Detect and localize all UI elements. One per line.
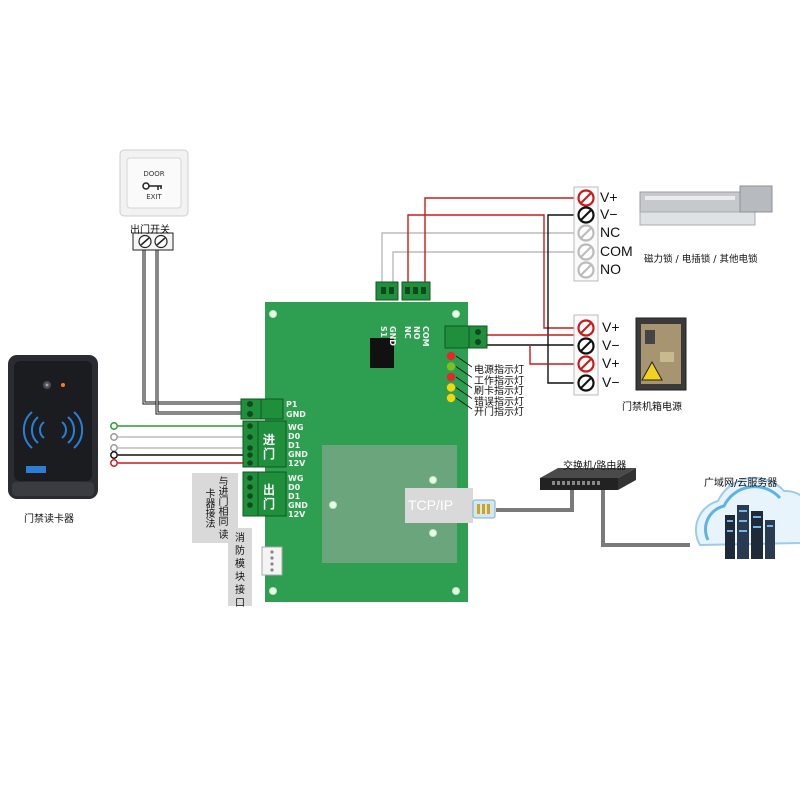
out-plug <box>257 471 287 517</box>
cloud-label: 广域网/云服务器 <box>704 478 778 489</box>
wire-relay-red-2 <box>407 214 578 329</box>
relay-chip <box>370 338 394 368</box>
controller-board <box>240 281 496 602</box>
wire-pwr-red-2 <box>529 345 578 365</box>
power-terminal-label: V+ <box>602 355 620 371</box>
status-leds <box>446 351 473 410</box>
network-switch <box>540 468 636 490</box>
switch-label: 交换机/路由器 <box>563 461 627 472</box>
tcpip-label: TCP/IP <box>408 497 454 513</box>
exit-button-bottom-text: EXIT <box>146 193 162 201</box>
led-label: 电源指示灯 <box>474 365 524 376</box>
wire-relay-red <box>424 197 580 283</box>
fire-note: 消防模块接口 <box>235 533 245 609</box>
exit-button: DOOR EXIT <box>119 149 189 251</box>
power-terminal-block <box>573 314 599 396</box>
wire-exit-p1 <box>142 247 246 405</box>
led-leader-line <box>455 376 473 389</box>
status-led <box>446 351 456 361</box>
reader-logo-icon <box>26 466 46 473</box>
p1-label: P1 <box>286 400 298 409</box>
in-pin-label: WG <box>288 423 304 432</box>
out-pin-label: D1 <box>288 492 301 501</box>
cable-board-switch <box>496 490 574 512</box>
wire-lock-vminus <box>547 214 580 384</box>
relay-label-no: NO <box>412 326 421 340</box>
cable-switch-cloud <box>601 490 690 547</box>
status-led <box>446 393 456 403</box>
relay-label-nc: NC <box>403 326 412 339</box>
fire-connector <box>261 546 283 576</box>
lock-terminal-label: NO <box>600 261 621 277</box>
card-reader <box>8 355 98 499</box>
in-pin-label: GND <box>288 450 308 459</box>
out-pin-label: GND <box>288 501 308 510</box>
reader-note: 与进门相同 读卡器接法 <box>203 476 227 540</box>
led-label: 工作指示灯 <box>474 375 524 387</box>
power-in-terminal <box>444 325 470 349</box>
relay-terminal-s1 <box>375 281 399 301</box>
lock-terminal-label: V+ <box>600 189 618 205</box>
out-label: 出门 <box>263 483 276 511</box>
magnetic-lock <box>639 185 773 226</box>
power-terminal-label: V− <box>602 374 620 390</box>
exit-button-top-text: DOOR <box>143 170 164 178</box>
status-led <box>446 372 456 382</box>
led-label: 错误指示灯 <box>474 396 524 408</box>
lock-terminal-label: V− <box>600 206 618 222</box>
cloud-server-icon <box>694 476 800 559</box>
key-icon <box>142 182 162 190</box>
wire-exit-gnd <box>155 247 246 415</box>
led-leader-line <box>455 387 473 399</box>
mounting-holes <box>269 310 460 595</box>
led-leader-line <box>455 366 473 378</box>
wire-relay-grey-1 <box>381 232 578 283</box>
lock-label: 磁力锁 / 电插锁 / 其他电锁 <box>644 254 758 265</box>
power-supply <box>635 317 687 391</box>
in-pin-label: 12V <box>288 459 306 468</box>
led-label: 开门指示灯 <box>474 407 524 418</box>
exit-button-label: 出门开关 <box>130 225 170 236</box>
status-led <box>446 383 456 392</box>
rj45-port <box>405 488 473 523</box>
power-terminal-label: V+ <box>602 319 620 335</box>
reader-wire-ends <box>110 422 118 467</box>
in-label: 进门 <box>263 433 276 461</box>
power-in-plug <box>468 325 488 349</box>
power-supply-label: 门禁机箱电源 <box>622 402 682 413</box>
nfc-icon <box>22 411 84 449</box>
out-pin-label: 12V <box>288 510 306 519</box>
in-plug <box>257 420 287 468</box>
card-reader-label: 门禁读卡器 <box>24 514 74 525</box>
relay-label-gnd: GND <box>388 326 397 346</box>
led-leader-line <box>455 355 473 368</box>
lock-terminal-label: NC <box>600 224 621 240</box>
in-pin-label: D0 <box>288 432 301 441</box>
lock-terminal-block <box>573 186 599 282</box>
relay-label-s1: S1 <box>379 326 388 338</box>
wires <box>118 197 690 547</box>
led-leader-line <box>455 397 473 410</box>
lock-terminal-label: COM <box>600 243 633 259</box>
p1-gnd-label: GND <box>286 410 306 419</box>
relay-label-com: COM <box>421 326 430 347</box>
wire-relay-grey-2 <box>392 251 578 283</box>
in-pin-label: D1 <box>288 441 301 450</box>
power-terminal-label: V− <box>602 337 620 353</box>
status-led <box>446 362 456 371</box>
out-pin-label: WG <box>288 474 304 483</box>
out-pin-label: D0 <box>288 483 301 492</box>
led-label: 刷卡指示灯 <box>474 386 524 397</box>
fire-note-box: 消防模块接口 <box>228 528 252 609</box>
